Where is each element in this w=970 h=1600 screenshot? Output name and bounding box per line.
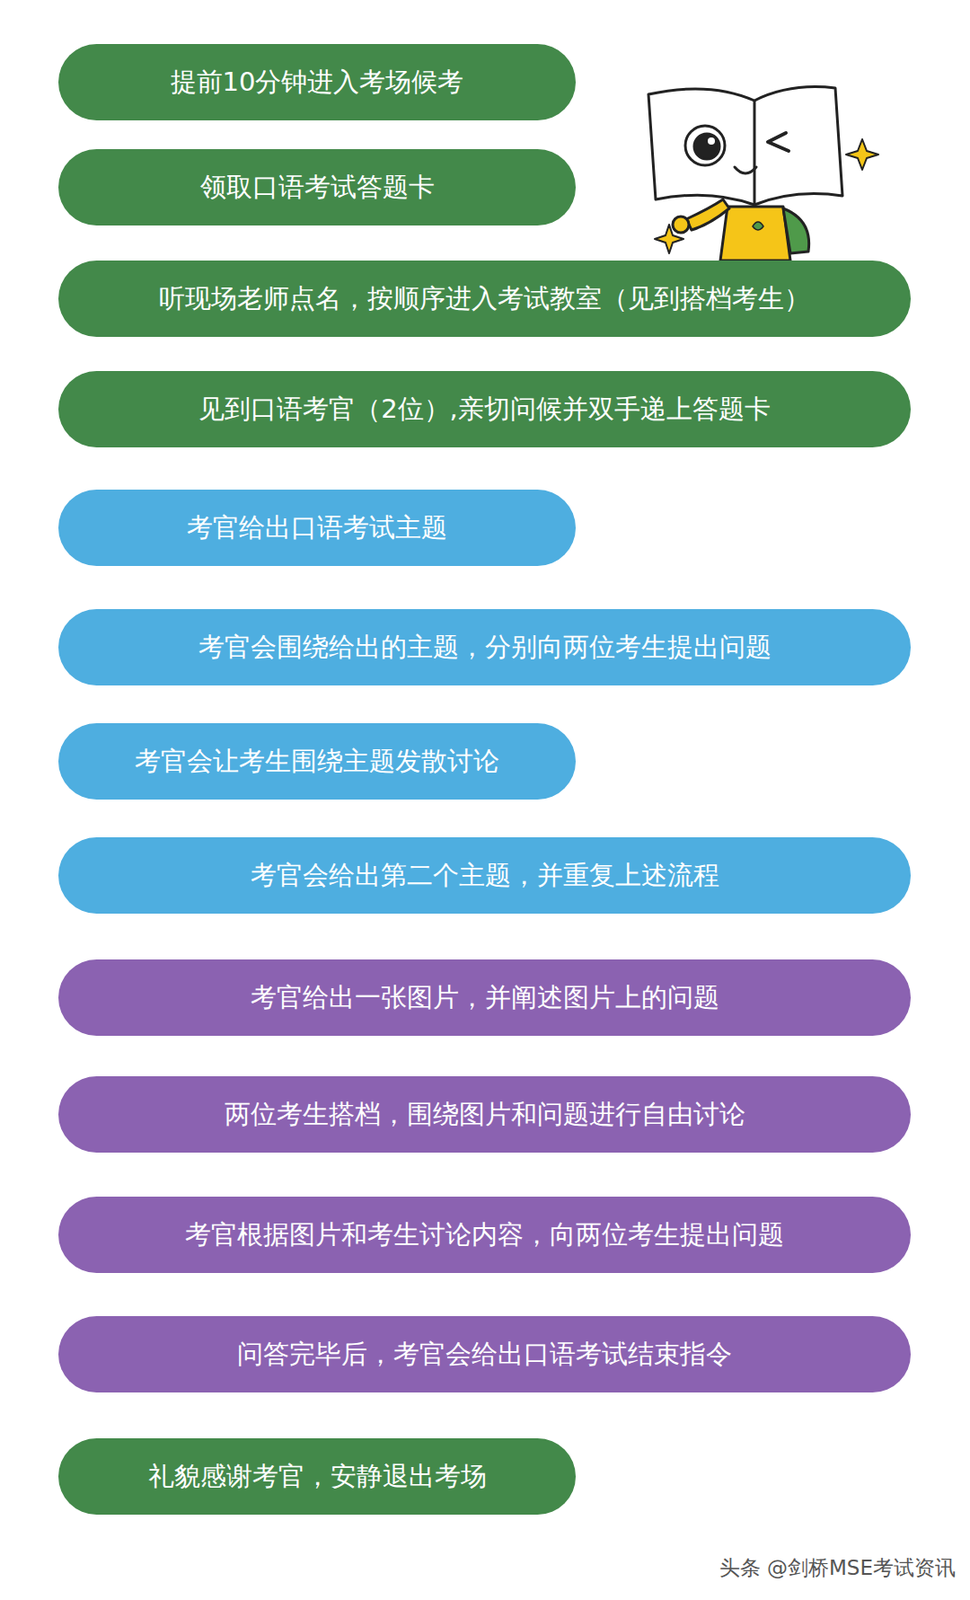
step-text: 见到口语考官（2位）,亲切问候并双手递上答题卡 [198,393,771,425]
process-pill: 考官给出口语考试主题 [58,489,576,566]
step-text: 考官会围绕给出的主题，分别向两位考生提出问题 [198,631,772,663]
step-text: 考官给出一张图片，并阐述图片上的问题 [250,981,720,1014]
process-pill: 礼貌感谢考官，安静退出考场 [58,1437,576,1515]
step-text: 听现场老师点名，按顺序进入考试教室（见到搭档考生） [158,282,811,315]
process-pill: 问答完毕后，考官会给出口语考试结束指令 [58,1315,911,1393]
watermark: 头条 @剑桥MSE考试资讯 [719,1553,956,1582]
process-pill: 考官会让考生围绕主题发散讨论 [58,723,576,800]
step-text: 考官会给出第二个主题，并重复上述流程 [250,859,720,891]
process-pill: 两位考生搭档，围绕图片和问题进行自由讨论 [58,1075,911,1153]
step-text: 问答完毕后，考官会给出口语考试结束指令 [237,1338,732,1370]
process-pill: 领取口语考试答题卡 [58,149,576,226]
step-text: 考官会让考生围绕主题发散讨论 [134,745,500,777]
process-pill: 考官根据图片和考生讨论内容，向两位考生提出问题 [58,1196,911,1273]
process-pill: 考官给出一张图片，并阐述图片上的问题 [58,959,911,1036]
step-text: 提前10分钟进入考场候考 [170,66,465,98]
process-pill: 见到口语考官（2位）,亲切问候并双手递上答题卡 [58,370,911,448]
process-pill: 考官会给出第二个主题，并重复上述流程 [58,837,911,914]
process-pill: 听现场老师点名，按顺序进入考试教室（见到搭档考生） [58,260,911,337]
process-pill: 考官会围绕给出的主题，分别向两位考生提出问题 [58,608,911,686]
step-text: 两位考生搭档，围绕图片和问题进行自由讨论 [224,1098,746,1130]
step-text: 礼貌感谢考官，安静退出考场 [148,1460,487,1492]
process-pill: 提前10分钟进入考场候考 [58,44,576,121]
step-text: 领取口语考试答题卡 [200,171,435,203]
step-text: 考官根据图片和考生讨论内容，向两位考生提出问题 [185,1218,785,1251]
step-text: 考官给出口语考试主题 [186,511,448,544]
